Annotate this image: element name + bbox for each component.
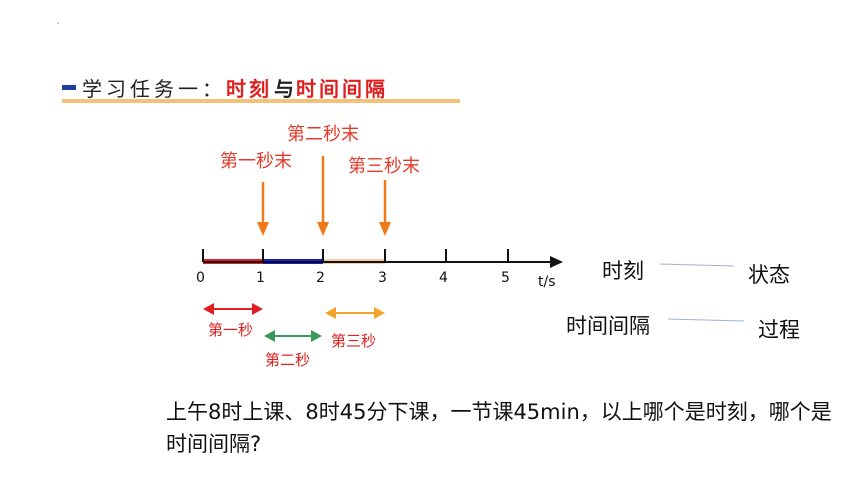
connector-interval-process xyxy=(667,318,745,322)
section-header: 学习任务一： 时刻 与 时间间隔 xyxy=(62,72,388,102)
tick-label-1: 1 xyxy=(256,270,265,286)
tick-label-0: 0 xyxy=(196,270,205,286)
label-third-second: 第三秒 xyxy=(331,332,377,350)
concept-process: 过程 xyxy=(758,318,800,342)
tick-label-2: 2 xyxy=(316,270,325,286)
header-marker xyxy=(62,84,76,90)
label-first-end: 第一秒末 xyxy=(220,151,292,172)
concept-moment: 时刻 xyxy=(602,259,644,283)
label-first-second: 第一秒 xyxy=(208,321,254,339)
tick-label-5: 5 xyxy=(501,270,510,286)
label-third-end: 第三秒末 xyxy=(348,156,420,177)
arrow-first-end xyxy=(257,182,269,236)
arrow-third-end xyxy=(379,180,391,236)
double-arrow-first-second xyxy=(203,303,263,315)
question-text: 上午8时上课、8时45分下课，一节课45min，以上哪个是时刻，哪个是时间间隔? xyxy=(166,400,832,456)
header-term-moment: 时刻 xyxy=(226,76,272,101)
axis-unit-label: t/s xyxy=(538,274,556,290)
double-arrow-third-second xyxy=(325,307,385,319)
corner-dot xyxy=(57,22,59,24)
label-second-second: 第二秒 xyxy=(265,351,311,369)
connector-moment-state xyxy=(659,263,735,267)
header-underline xyxy=(62,99,460,103)
header-term-interval: 时间间隔 xyxy=(296,76,388,101)
header-conjunction: 与 xyxy=(274,76,294,101)
time-axis-arrowhead xyxy=(550,256,563,268)
concept-state: 状态 xyxy=(748,263,790,287)
header-prefix: 学习任务一： xyxy=(82,76,226,101)
label-second-end: 第二秒末 xyxy=(287,124,359,145)
concept-interval: 时间间隔 xyxy=(566,314,650,338)
arrow-second-end xyxy=(317,156,329,236)
tick-label-4: 4 xyxy=(439,270,448,286)
tick-label-3: 3 xyxy=(378,270,387,286)
double-arrow-second-second xyxy=(264,330,322,342)
